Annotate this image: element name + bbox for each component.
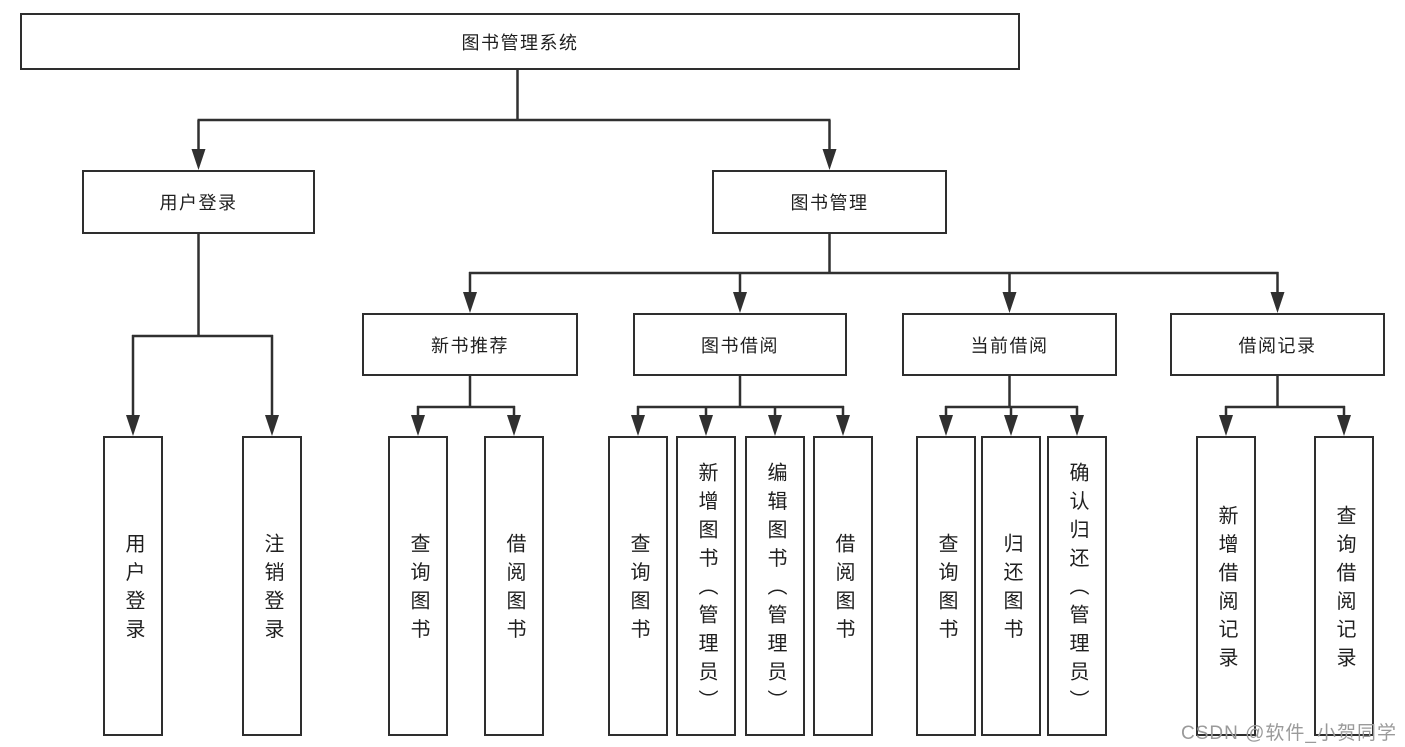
node-label: 查询图书	[627, 533, 649, 647]
leaf-edit-books-admin: 编辑图书（管理员）	[745, 436, 805, 736]
leaf-user-login: 用户登录	[103, 436, 163, 736]
arrow-down-icon	[836, 415, 850, 436]
node-label: 新书推荐	[431, 335, 509, 356]
node-label: 借阅记录	[1238, 335, 1317, 356]
node-label: 编辑图书（管理员）	[764, 462, 786, 718]
leaf-confirm-return-admin: 确认归还（管理员）	[1047, 436, 1107, 736]
arrowheads	[126, 149, 1351, 436]
csdn-watermark: CSDN @软件_小贺同学	[1181, 723, 1397, 744]
arrow-down-icon	[733, 292, 747, 313]
arrow-down-icon	[191, 149, 206, 170]
arrow-down-icon	[1270, 292, 1285, 313]
leaf-return-books: 归还图书	[981, 436, 1041, 736]
node-label: 借阅图书	[503, 533, 525, 647]
arrow-down-icon	[631, 415, 645, 436]
connector-mgmt-to-level3	[468, 234, 1279, 295]
leaf-logout: 注销登录	[242, 436, 302, 736]
node-label: 用户登录	[159, 193, 238, 213]
node-label: 当前借阅	[970, 335, 1049, 356]
node-label: 查询图书	[407, 533, 429, 647]
leaf-query-books: 查询图书	[916, 436, 976, 736]
node-label: 图书借阅	[701, 335, 779, 356]
node-label: 用户登录	[122, 533, 144, 647]
arrow-down-icon	[507, 415, 521, 436]
connector-borrow-to-leaves	[636, 376, 845, 418]
node-label: 图书管理	[790, 193, 869, 213]
connector-current-to-leaves	[944, 376, 1079, 418]
node-user-login-branch: 用户登录	[82, 170, 315, 234]
arrow-down-icon	[1002, 292, 1017, 313]
node-label: 借阅图书	[832, 533, 854, 647]
arrow-down-icon	[1337, 415, 1351, 436]
leaf-query-books: 查询图书	[388, 436, 448, 736]
arrow-down-icon	[822, 149, 837, 170]
leaf-add-books-admin: 新增图书（管理员）	[676, 436, 736, 736]
leaf-borrow-books: 借阅图书	[813, 436, 873, 736]
arrow-down-icon	[699, 415, 713, 436]
arrow-down-icon	[265, 415, 279, 436]
leaf-add-borrow-record: 新增借阅记录	[1196, 436, 1256, 736]
connector-login-to-leaves	[131, 234, 274, 418]
arrow-down-icon	[768, 415, 782, 436]
arrow-down-icon	[463, 292, 477, 313]
node-current-borrowing: 当前借阅	[902, 313, 1117, 376]
node-label: 图书管理系统	[461, 32, 579, 53]
node-label: 确认归还（管理员）	[1066, 462, 1088, 718]
node-label: 新增图书（管理员）	[695, 462, 717, 718]
node-library-management-system: 图书管理系统	[20, 13, 1020, 70]
arrow-down-icon	[1219, 415, 1233, 436]
node-label: 归还图书	[1000, 533, 1022, 647]
connector-root-to-level2	[197, 70, 831, 152]
arrow-down-icon	[126, 415, 140, 436]
connector-records-to-leaves	[1224, 376, 1346, 418]
node-label: 查询图书	[935, 533, 957, 647]
leaf-borrow-books: 借阅图书	[484, 436, 544, 736]
node-new-book-recommend: 新书推荐	[362, 313, 578, 376]
node-label: 新增借阅记录	[1215, 504, 1237, 676]
node-label: 查询借阅记录	[1333, 504, 1355, 676]
node-book-borrowing: 图书借阅	[633, 313, 847, 376]
node-book-management-branch: 图书管理	[712, 170, 947, 234]
leaf-query-books: 查询图书	[608, 436, 668, 736]
arrow-down-icon	[939, 415, 953, 436]
node-label: 注销登录	[261, 533, 283, 647]
node-borrow-records: 借阅记录	[1170, 313, 1385, 376]
arrow-down-icon	[1004, 415, 1018, 436]
arrow-down-icon	[1070, 415, 1084, 436]
arrow-down-icon	[411, 415, 425, 436]
connector-newrec-to-leaves	[416, 376, 516, 418]
leaf-query-borrow-record: 查询借阅记录	[1314, 436, 1374, 736]
